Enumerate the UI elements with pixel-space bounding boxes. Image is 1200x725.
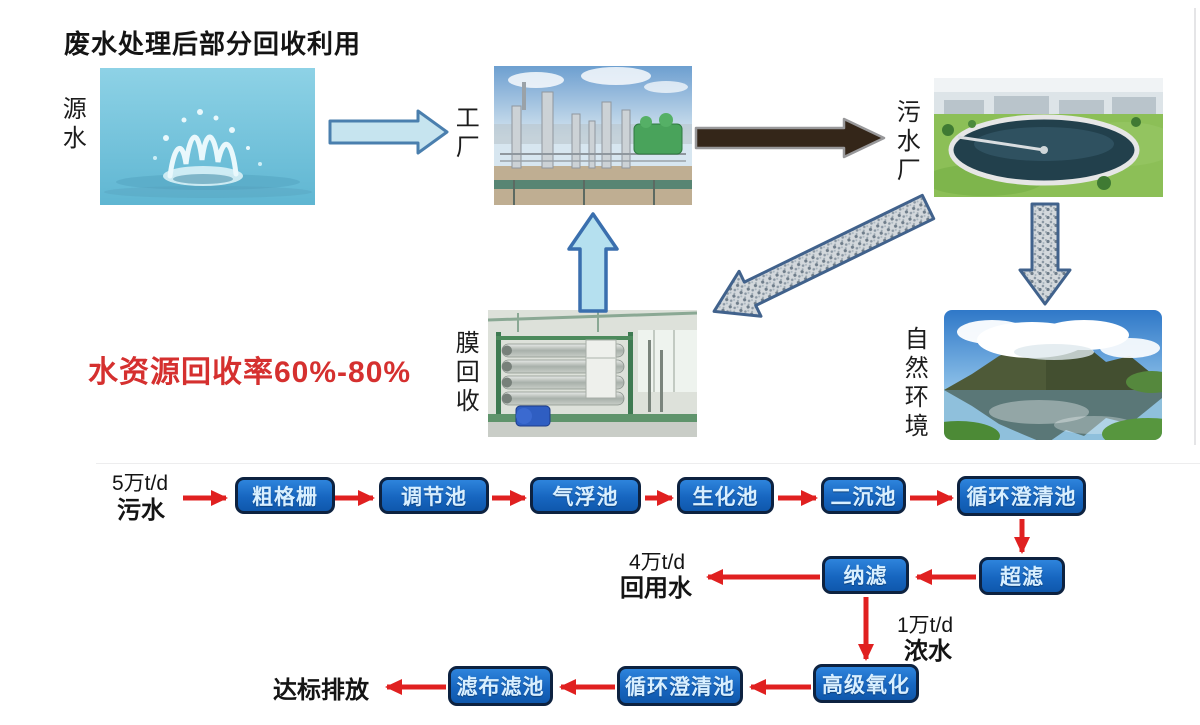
- node-biochemical-tank: 生化池: [677, 477, 774, 514]
- reuse-rate: 4万t/d: [629, 551, 686, 574]
- node-advanced-oxidation: 高级氧化: [813, 664, 919, 703]
- arrow-factory-to-sewage: [694, 117, 886, 159]
- label-source-water: 源水: [58, 96, 86, 154]
- label-factory: 工厂: [451, 105, 479, 163]
- node-cloth-filter: 滤布滤池: [448, 666, 553, 706]
- section-divider-line: [96, 463, 1200, 464]
- node-nanofiltration: 纳滤: [822, 556, 909, 594]
- node-circulating-clarifier-2: 循环澄清池: [617, 666, 743, 706]
- arrow-source-to-factory: [328, 109, 449, 155]
- concentrate-rate: 1万t/d: [897, 614, 954, 637]
- arrow-sewage-to-membrane: [712, 193, 936, 318]
- label-membrane-recovery: 膜回收: [451, 330, 479, 417]
- node-flotation-tank: 气浮池: [530, 477, 641, 514]
- concentrate-label: 浓水: [904, 638, 952, 665]
- arrow-sewage-to-nature: [1018, 202, 1072, 306]
- arrow-membrane-to-factory: [567, 212, 619, 313]
- label-sewage-plant: 污水厂: [892, 99, 920, 186]
- node-regulating-tank: 调节池: [379, 477, 489, 514]
- recovery-rate-note: 水资源回收率60%-80%: [88, 356, 412, 389]
- node-circulating-clarifier-1: 循环澄清池: [957, 476, 1086, 516]
- page-title: 废水处理后部分回收利用: [64, 29, 362, 59]
- reuse-label: 回用水: [620, 575, 692, 602]
- water-splash-photo: [100, 68, 315, 205]
- node-coarse-screen: 粗格栅: [235, 477, 335, 514]
- node-ultrafiltration: 超滤: [979, 557, 1065, 595]
- influent-label: 污水: [117, 497, 165, 524]
- influent-rate: 5万t/d: [112, 472, 169, 495]
- mountain-lake-photo: [944, 310, 1162, 440]
- membrane-equipment-photo: [488, 310, 697, 437]
- label-natural-environment: 自然环境: [900, 326, 928, 442]
- sewage-plant-clarifier-photo: [934, 78, 1163, 197]
- slide-edge-vertical-line: [1194, 8, 1196, 445]
- discharge-label: 达标排放: [273, 677, 369, 704]
- node-secondary-sedimentation: 二沉池: [821, 477, 906, 514]
- factory-photo: [494, 66, 692, 205]
